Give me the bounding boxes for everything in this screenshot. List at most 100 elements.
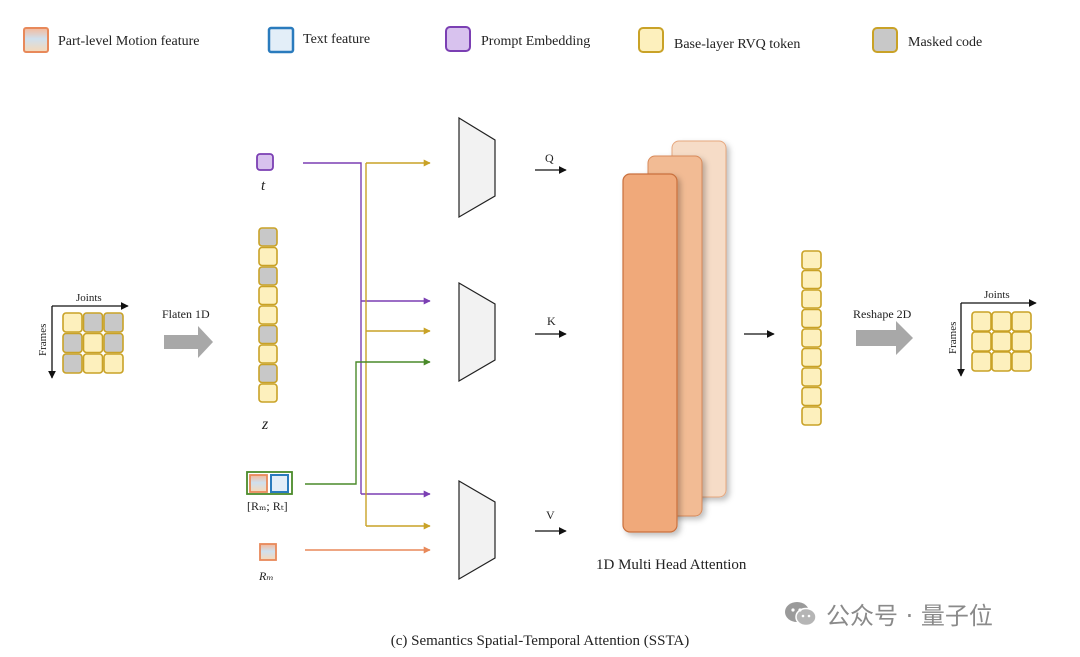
input-grid-cells [62, 312, 124, 374]
frames-label-out: Frames [947, 322, 959, 354]
rm-feature: Rₘ [258, 543, 277, 583]
masked-code-cell [258, 266, 278, 286]
rvq-token-cell [971, 351, 992, 372]
rm-rt-outer [246, 471, 293, 495]
rvq-token-cell [258, 383, 278, 403]
masked-code-cell [258, 363, 278, 384]
watermark: 公众号 · 量子位 [784, 596, 993, 631]
watermark-text: 公众号 · 量子位 [826, 602, 993, 630]
routing-lines [303, 159, 431, 554]
legend-masked-code-label: Masked code [908, 35, 982, 50]
rvq-token-cell [971, 331, 992, 352]
masked-code-cell [62, 353, 83, 374]
rvq-token-cell [258, 344, 278, 364]
t-prompt: t [256, 153, 274, 194]
output-token-column [801, 250, 822, 426]
rm-label: Rₘ [258, 569, 274, 583]
rvq-token-cell [1011, 351, 1032, 372]
rvq-token-cell [801, 406, 822, 426]
v-projection [458, 479, 496, 581]
rvq-token-cell [801, 328, 822, 348]
part-motion-swatch [23, 27, 49, 53]
wechat-icon [785, 601, 817, 626]
text-feature-swatch [267, 26, 295, 54]
rvq-token-cell [62, 312, 83, 333]
rm-token [259, 543, 277, 561]
legend-part-motion-label: Part-level Motion feature [58, 34, 200, 49]
projection-layers [458, 116, 496, 581]
rvq-token-cell [801, 269, 822, 290]
legend-part-motion: Part-level Motion feature [23, 27, 200, 53]
input-token-grid: Joints Frames [37, 292, 129, 379]
rvq-token-cell [991, 311, 1012, 332]
multi-head-attention: 1D Multi Head Attention [596, 140, 747, 573]
joints-label: Joints [76, 292, 102, 304]
masked-code-cell [82, 312, 104, 333]
z-token-column [258, 227, 278, 403]
output-grid-cells [971, 311, 1032, 372]
legend: Part-level Motion feature Text feature P… [23, 26, 982, 54]
legend-text-feature-label: Text feature [303, 32, 370, 47]
q-label: Q [545, 151, 554, 165]
z-label: z [261, 416, 269, 433]
legend-masked-code: Masked code [872, 27, 982, 53]
rt-part [270, 474, 289, 493]
k-projection [458, 281, 496, 383]
legend-base-rvq-label: Base-layer RVQ token [674, 37, 800, 52]
rvq-token-cell [801, 308, 822, 329]
rvq-token-cell [1011, 331, 1032, 352]
rm-rt-route [305, 358, 431, 485]
qkv-arrows [535, 166, 567, 535]
rm-rt-label: [Rₘ; Rₜ] [247, 499, 288, 513]
legend-prompt-embedding: Prompt Embedding [445, 26, 590, 52]
q-projection [458, 116, 496, 219]
rvq-token-cell [801, 386, 822, 407]
rvq-token-cell [82, 353, 104, 374]
legend-prompt-embedding-label: Prompt Embedding [481, 34, 590, 49]
rvq-token-cell [1011, 311, 1032, 332]
attention-label: 1D Multi Head Attention [596, 557, 747, 573]
rvq-token-cell [801, 367, 822, 387]
flatten-arrow [164, 326, 213, 358]
rvq-token-cell [258, 285, 278, 306]
prompt-route [303, 162, 362, 494]
attention-head-1 [622, 173, 678, 533]
k-label: K [547, 314, 556, 328]
base-rvq-swatch [638, 27, 664, 53]
rvq-token-cell [991, 351, 1012, 372]
masked-code-swatch [872, 27, 898, 53]
prompt-embedding-swatch [445, 26, 471, 52]
rvq-token-cell [258, 305, 278, 325]
masked-code-cell [103, 312, 124, 333]
output-token-grid: Joints Frames [947, 289, 1037, 377]
reshape-label: Reshape 2D [853, 307, 912, 321]
rvq-token-cell [801, 347, 822, 368]
figure-caption: (c) Semantics Spatial-Temporal Attention… [390, 633, 690, 649]
masked-code-cell [258, 227, 278, 247]
rvq-token-cell [801, 289, 822, 309]
rm-part [249, 474, 268, 493]
z-sequence: z [258, 227, 278, 433]
masked-code-cell [103, 332, 124, 354]
v-label: V [546, 508, 555, 522]
rvq-token-cell [82, 332, 104, 354]
rvq-token-cell [258, 246, 278, 267]
flatten-step: Flaten 1D [162, 307, 213, 358]
prompt-token [256, 153, 274, 171]
reshape-arrow [856, 321, 913, 355]
masked-code-cell [258, 324, 278, 345]
rm-rt-feature: [Rₘ; Rₜ] [246, 471, 293, 513]
rvq-token-cell [801, 250, 822, 270]
t-label: t [261, 178, 266, 194]
rvq-token-cell [103, 353, 124, 374]
frames-label: Frames [37, 324, 49, 356]
masked-code-cell [62, 332, 83, 354]
legend-text-feature: Text feature [267, 26, 370, 54]
reshape-step: Reshape 2D [853, 307, 913, 355]
legend-base-rvq: Base-layer RVQ token [638, 27, 800, 53]
joints-label-out: Joints [984, 289, 1010, 301]
flatten-label: Flaten 1D [162, 307, 210, 321]
rvq-token-cell [971, 311, 992, 332]
rvq-token-cell [991, 331, 1012, 352]
